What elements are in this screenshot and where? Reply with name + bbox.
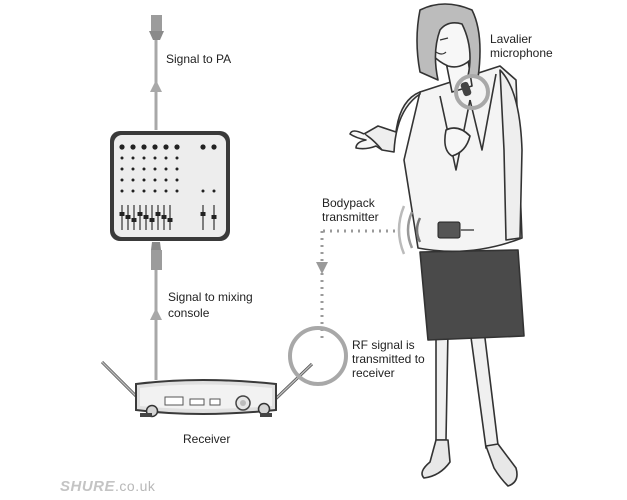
rf-label-line3: receiver	[352, 366, 395, 380]
console-knob	[119, 144, 125, 150]
console-knob	[164, 189, 168, 193]
rf-signal-path	[288, 229, 395, 386]
console-fader-knob	[200, 212, 206, 216]
mixing-console	[110, 131, 230, 241]
console-knob	[175, 178, 179, 182]
watermark-brand: SHURE	[60, 478, 116, 495]
console-knob	[163, 144, 169, 150]
console-knob	[153, 156, 157, 160]
console-knob	[120, 156, 124, 160]
console-knob	[131, 178, 135, 182]
receiver-label: Receiver	[183, 432, 231, 446]
console-fader-knob	[155, 212, 161, 216]
console-fader-knob	[131, 218, 137, 222]
signal-to-mixing-label-line1: Signal to mixing	[168, 290, 253, 304]
console-knob	[141, 144, 147, 150]
console-knob	[142, 167, 146, 171]
console-knob	[153, 189, 157, 193]
console-knob	[120, 178, 124, 182]
signal-to-mixing-arrow	[150, 270, 162, 380]
speaker-figure	[349, 3, 525, 487]
lavalier-label-line1: Lavalier	[490, 32, 533, 46]
console-knob	[211, 144, 217, 150]
console-knob	[142, 156, 146, 160]
console-fader-knob	[161, 215, 167, 219]
console-knob	[130, 144, 136, 150]
console-knob	[200, 144, 206, 150]
signal-to-pa-label: Signal to PA	[166, 52, 232, 66]
rf-label-line2: transmitted to	[352, 352, 425, 366]
rf-label-line1: RF signal is	[352, 338, 415, 352]
console-knob	[131, 167, 135, 171]
console-knob	[120, 167, 124, 171]
console-knob	[142, 189, 146, 193]
console-knob	[175, 156, 179, 160]
console-knob	[175, 167, 179, 171]
shure-watermark: SHURE.co.uk	[60, 478, 155, 495]
console-knob	[153, 167, 157, 171]
console-fader-knob	[137, 212, 143, 216]
console-fader-knob	[167, 218, 173, 222]
console-knob	[201, 189, 205, 193]
console-knob	[131, 156, 135, 160]
watermark-suffix: .co.uk	[115, 478, 156, 494]
signal-to-mixing-label-line2: console	[168, 306, 210, 320]
lavalier-label-line2: microphone	[490, 46, 553, 60]
console-knob	[120, 189, 124, 193]
console-input-plug	[151, 242, 162, 270]
console-fader-knob	[119, 212, 125, 216]
console-fader-knob	[149, 218, 155, 222]
console-knob	[142, 178, 146, 182]
console-fader-knob	[143, 215, 149, 219]
pa-output-plug	[149, 15, 164, 40]
bodypack-label-line2: transmitter	[322, 210, 379, 224]
console-knob	[175, 189, 179, 193]
console-knob	[164, 167, 168, 171]
bodypack-transmitter	[397, 205, 474, 255]
lavalier-microphone	[454, 74, 490, 110]
wireless-receiver	[100, 360, 314, 418]
console-knob	[131, 189, 135, 193]
console-knob	[164, 156, 168, 160]
console-knob	[174, 144, 180, 150]
bodypack-label-line1: Bodypack	[322, 196, 375, 210]
console-knob	[164, 178, 168, 182]
console-knob	[153, 178, 157, 182]
signal-to-pa-arrow	[150, 40, 162, 130]
console-fader-knob	[125, 215, 131, 219]
console-knob	[212, 189, 216, 193]
console-fader-knob	[211, 215, 217, 219]
console-knob	[152, 144, 158, 150]
